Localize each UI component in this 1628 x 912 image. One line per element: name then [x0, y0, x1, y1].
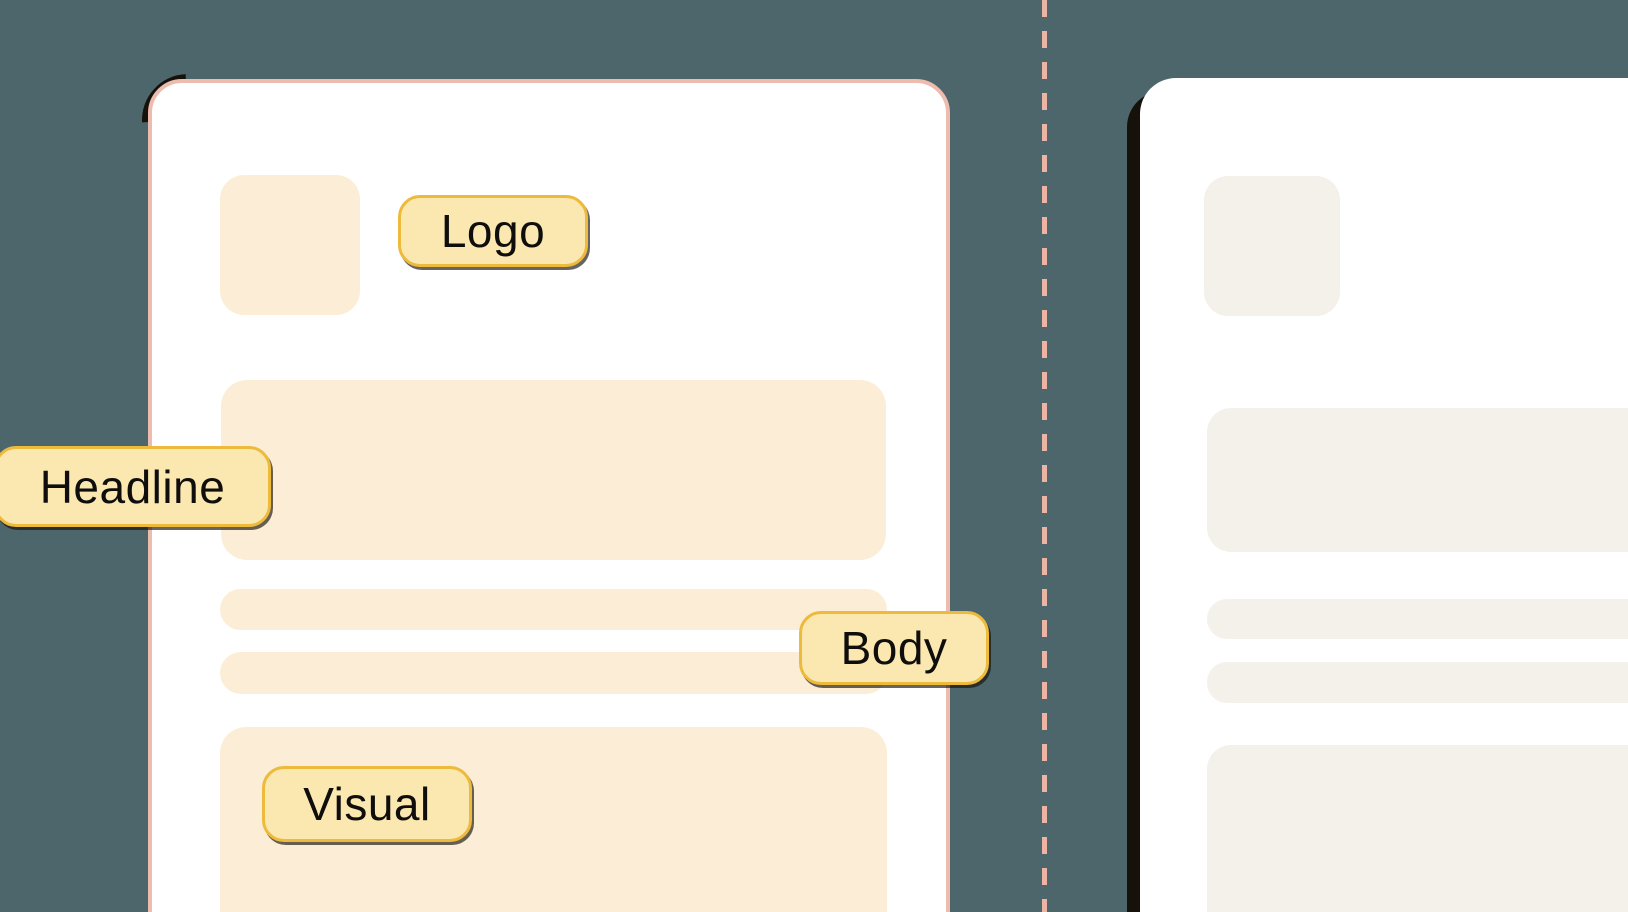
headline-placeholder-block: [221, 380, 886, 560]
body-callout-text: Body: [840, 622, 948, 674]
logo-placeholder-block: [220, 175, 360, 315]
body-text-line-2: [220, 652, 887, 694]
inactive-body-text-line-1: [1207, 599, 1628, 639]
divider-dashed-line: [1042, 0, 1047, 912]
headline-callout-label: Headline: [0, 446, 271, 527]
inactive-template-card: [1140, 78, 1628, 912]
inactive-logo-placeholder-block: [1204, 176, 1340, 316]
visual-callout-label: Visual: [262, 766, 472, 842]
visual-callout-text: Visual: [303, 778, 431, 830]
inactive-body-text-line-2: [1207, 662, 1628, 703]
body-callout-label: Body: [799, 611, 989, 685]
headline-callout-text: Headline: [39, 460, 226, 513]
logo-callout-text: Logo: [440, 205, 546, 257]
logo-callout-label: Logo: [398, 195, 588, 267]
body-text-line-1: [220, 589, 887, 630]
inactive-visual-placeholder-block: [1207, 745, 1628, 912]
inactive-headline-placeholder-block: [1207, 408, 1628, 552]
